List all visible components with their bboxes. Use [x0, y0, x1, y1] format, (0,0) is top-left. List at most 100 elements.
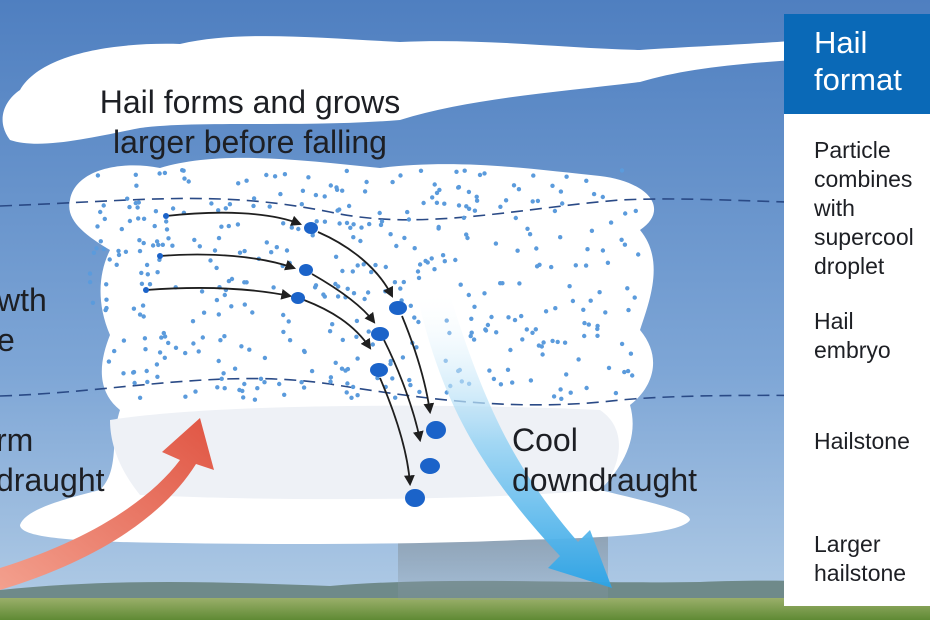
- droplet: [153, 209, 159, 214]
- droplet: [103, 307, 108, 313]
- droplet: [314, 219, 319, 224]
- droplet: [182, 176, 187, 181]
- droplet: [393, 395, 398, 400]
- droplet: [619, 237, 624, 242]
- droplet: [277, 381, 282, 387]
- droplet: [222, 386, 227, 391]
- droplet: [358, 238, 363, 244]
- droplet: [510, 380, 515, 385]
- droplet: [458, 282, 463, 287]
- droplet: [434, 200, 440, 205]
- droplet: [531, 173, 536, 178]
- droplet: [147, 282, 153, 287]
- droplet: [534, 264, 540, 269]
- droplet: [437, 187, 442, 193]
- droplet: [535, 198, 541, 204]
- droplet: [157, 171, 162, 176]
- droplet: [586, 322, 591, 327]
- droplet: [365, 290, 371, 295]
- droplet: [555, 339, 560, 345]
- droplet: [106, 359, 112, 364]
- droplet: [160, 242, 165, 247]
- droplet: [251, 203, 256, 209]
- droplet: [239, 344, 244, 349]
- dashed-line-lower: [0, 377, 930, 406]
- droplet: [559, 396, 564, 401]
- droplet: [440, 253, 446, 258]
- droplet: [173, 345, 179, 350]
- trajectory-8: [383, 339, 424, 443]
- droplet: [104, 297, 109, 302]
- droplet: [223, 206, 228, 211]
- droplet: [193, 389, 198, 394]
- droplet: [339, 366, 345, 371]
- droplet: [313, 283, 319, 288]
- larger-hailstone: [405, 489, 425, 507]
- droplet: [156, 242, 161, 248]
- droplet: [482, 171, 487, 176]
- droplet: [625, 286, 630, 291]
- droplet: [201, 310, 207, 315]
- droplet: [284, 248, 290, 253]
- droplet: [600, 248, 606, 253]
- droplet: [281, 221, 286, 226]
- droplet: [562, 340, 568, 345]
- droplet: [472, 304, 477, 309]
- droplet: [465, 235, 470, 241]
- hailstone: [389, 301, 407, 315]
- droplet: [340, 337, 345, 343]
- droplet: [139, 270, 144, 276]
- hail-embryo: [304, 222, 318, 234]
- droplet: [242, 302, 247, 307]
- droplet: [370, 342, 375, 347]
- droplet: [469, 316, 474, 321]
- droplet: [166, 340, 171, 346]
- hail-growth-zone-label: wth e: [0, 282, 47, 358]
- droplet: [215, 385, 220, 390]
- droplet: [183, 394, 188, 399]
- droplet: [560, 201, 565, 206]
- droplet: [334, 187, 340, 192]
- droplet: [390, 376, 395, 381]
- droplet: [351, 291, 357, 296]
- droplet: [379, 219, 385, 224]
- droplet: [281, 329, 286, 335]
- droplet: [503, 198, 509, 203]
- droplet: [190, 319, 196, 324]
- hail-embryo: [291, 292, 305, 304]
- droplet: [362, 189, 368, 194]
- droplet: [269, 250, 274, 255]
- droplet: [262, 355, 268, 361]
- droplet: [327, 329, 333, 334]
- larger-hailstone: [426, 421, 446, 439]
- cool-downdraught-arrow: [418, 296, 612, 588]
- droplet: [421, 200, 426, 206]
- droplet: [628, 351, 634, 356]
- droplet: [534, 246, 539, 251]
- droplet: [468, 333, 473, 339]
- droplet: [114, 262, 119, 267]
- droplet: [355, 263, 360, 268]
- droplet: [633, 208, 638, 214]
- droplet: [274, 245, 279, 250]
- droplet: [162, 334, 168, 339]
- droplet: [216, 235, 222, 241]
- droplet: [262, 380, 267, 385]
- droplet: [321, 292, 326, 297]
- diagram-title: Hail forms and grows larger before falli…: [99, 84, 401, 160]
- droplet: [622, 242, 628, 247]
- droplet: [471, 337, 477, 342]
- droplet: [241, 395, 246, 400]
- droplet: [623, 211, 628, 216]
- droplet: [137, 238, 142, 243]
- droplet: [511, 183, 517, 188]
- droplet: [98, 239, 104, 244]
- droplet: [107, 257, 112, 262]
- droplet: [216, 358, 221, 364]
- droplet: [309, 368, 315, 374]
- droplet: [530, 330, 535, 335]
- droplet: [539, 344, 544, 349]
- droplet: [340, 268, 345, 274]
- droplet: [388, 361, 393, 367]
- droplet: [337, 221, 342, 226]
